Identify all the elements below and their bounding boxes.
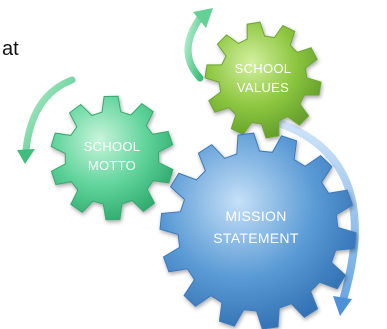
gear-school-motto-line1: SCHOOL [84,139,141,154]
gear-school-values-line1: SCHOOL [235,61,292,76]
gear-school-values: SCHOOL VALUES [204,21,322,139]
gear-school-motto: SCHOOL MOTTO [50,95,174,221]
arrow-right-curved [258,114,359,304]
arrow-right-head [333,296,352,316]
arrow-top-curved [184,14,204,82]
cropped-text-fragment: at [2,38,19,60]
gear-school-values-line2: VALUES [237,80,289,95]
arrow-top-head [193,8,213,28]
gear-school-motto-line2: MOTTO [88,158,136,173]
arrow-left-curved [22,76,76,154]
gear-mission-statement-line2: STATEMENT [213,230,299,246]
gear-mission-statement: MISSION STATEMENT [159,132,357,329]
gear-mission-statement-line1: MISSION [225,208,286,224]
arrow-left-head [17,149,35,164]
